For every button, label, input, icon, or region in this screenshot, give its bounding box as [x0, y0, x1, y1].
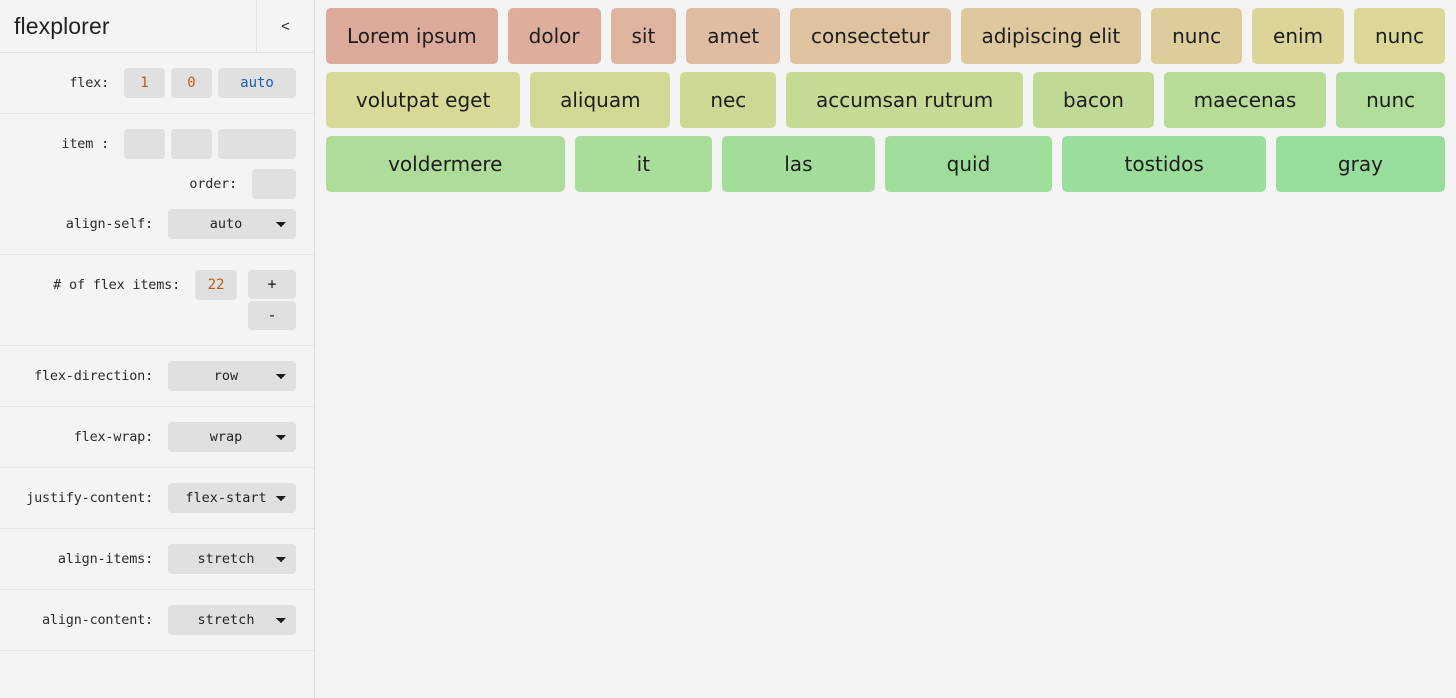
controls-sidebar: flexplorer < flex: item : order: — [0, 0, 315, 698]
flex-item[interactable]: nunc — [1336, 72, 1446, 128]
flex-item[interactable]: nec — [680, 72, 777, 128]
flex-item[interactable]: volutpat eget — [326, 72, 521, 128]
row-flex-direction: flex-direction: rowrow-reversecolumncolu… — [0, 356, 314, 396]
item-grow-input[interactable] — [124, 129, 165, 159]
item-basis-input[interactable] — [218, 129, 296, 159]
app-title: flexplorer — [14, 12, 110, 39]
flex-item[interactable]: quid — [884, 136, 1053, 192]
row-flex: flex: — [0, 63, 314, 103]
flex-item[interactable]: sit — [610, 8, 677, 64]
increment-items-button[interactable]: + — [248, 270, 296, 299]
flex-item[interactable]: adipiscing elit — [960, 8, 1142, 64]
align-content-select[interactable]: stretchflex-startflex-endcenterspace-bet… — [168, 605, 296, 635]
flex-item[interactable]: maecenas — [1163, 72, 1327, 128]
flex-item[interactable]: bacon — [1033, 72, 1154, 128]
label-item: item : — [61, 136, 109, 152]
align-items-select[interactable]: stretchflex-startflex-endcenterbaseline — [168, 544, 296, 574]
flex-item[interactable]: dolor — [507, 8, 601, 64]
label-order: order: — [189, 176, 237, 192]
flex-item[interactable]: accumsan rutrum — [786, 72, 1024, 128]
section-align-content: align-content: stretchflex-startflex-end… — [0, 590, 314, 651]
flex-grow-input[interactable] — [124, 68, 165, 98]
flex-item[interactable]: consectetur — [790, 8, 951, 64]
order-input[interactable] — [252, 169, 296, 199]
label-justify-content: justify-content: — [26, 490, 153, 506]
label-flex: flex: — [69, 75, 109, 91]
section-flex-direction: flex-direction: rowrow-reversecolumncolu… — [0, 346, 314, 407]
row-align-content: align-content: stretchflex-startflex-end… — [0, 600, 314, 640]
label-flex-direction: flex-direction: — [34, 368, 153, 384]
flex-items-count-input[interactable] — [195, 270, 237, 300]
label-flex-wrap: flex-wrap: — [73, 429, 153, 445]
label-align-content: align-content: — [42, 612, 153, 628]
row-flex-wrap: flex-wrap: nowrapwrapwrap-reverse — [0, 417, 314, 457]
flex-item[interactable]: tostidos — [1062, 136, 1266, 192]
decrement-items-button[interactable]: - — [248, 301, 296, 330]
justify-content-select[interactable]: flex-startflex-endcenterspace-betweenspa… — [168, 483, 296, 513]
flex-item[interactable]: voldermere — [326, 136, 565, 192]
label-align-items: align-items: — [57, 551, 153, 567]
flex-item[interactable]: las — [722, 136, 875, 192]
row-justify-content: justify-content: flex-startflex-endcente… — [0, 478, 314, 518]
label-align-self: align-self: — [65, 216, 153, 232]
row-flex-items-count: # of flex items: + - — [0, 265, 314, 335]
flex-item[interactable]: Lorem ipsum — [326, 8, 498, 64]
flex-item[interactable]: nunc — [1354, 8, 1445, 64]
section-item-settings: item : order: align-self: autoflex-start… — [0, 114, 314, 255]
flex-item[interactable]: it — [574, 136, 713, 192]
flex-basis-input[interactable] — [218, 68, 296, 98]
flex-item[interactable]: nunc — [1151, 8, 1243, 64]
flex-wrap-select[interactable]: nowrapwrapwrap-reverse — [168, 422, 296, 452]
flex-item[interactable]: amet — [686, 8, 781, 64]
row-align-items: align-items: stretchflex-startflex-endce… — [0, 539, 314, 579]
align-self-select[interactable]: autoflex-startflex-endcenterbaselinestre… — [168, 209, 296, 239]
sidebar-collapse-button[interactable]: < — [256, 0, 314, 53]
flex-shrink-input[interactable] — [171, 68, 212, 98]
item-shrink-input[interactable] — [171, 129, 212, 159]
section-flex-shorthand: flex: — [0, 53, 314, 114]
flex-direction-select[interactable]: rowrow-reversecolumncolumn-reverse — [168, 361, 296, 391]
flex-item[interactable]: gray — [1275, 136, 1446, 192]
section-align-items: align-items: stretchflex-startflex-endce… — [0, 529, 314, 590]
flex-item[interactable]: aliquam — [530, 72, 671, 128]
sidebar-header: flexplorer < — [0, 0, 314, 53]
section-item-count: # of flex items: + - — [0, 255, 314, 346]
flex-items-stepper: + - — [248, 270, 296, 330]
label-flex-items-count: # of flex items: — [53, 277, 180, 293]
flex-item[interactable]: enim — [1252, 8, 1345, 64]
chevron-left-icon: < — [281, 17, 290, 35]
row-order: order: — [0, 164, 314, 204]
section-flex-wrap: flex-wrap: nowrapwrapwrap-reverse — [0, 407, 314, 468]
section-justify-content: justify-content: flex-startflex-endcente… — [0, 468, 314, 529]
row-align-self: align-self: autoflex-startflex-endcenter… — [0, 204, 314, 244]
row-item: item : — [0, 124, 314, 164]
